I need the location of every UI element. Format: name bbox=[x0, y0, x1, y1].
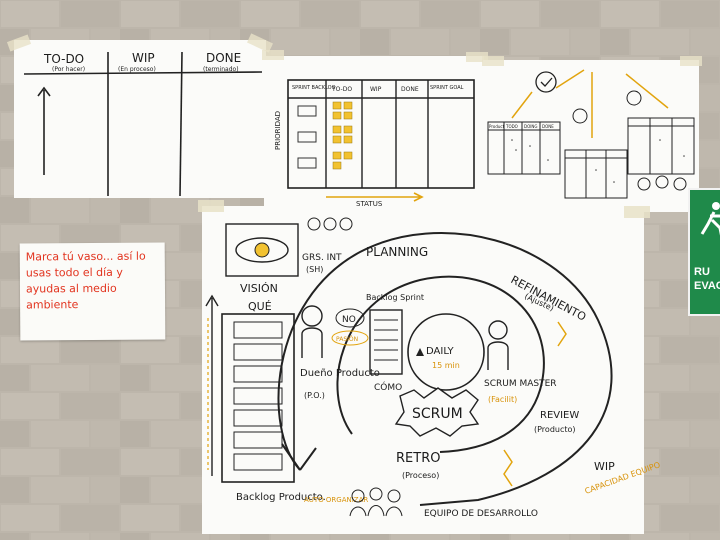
sprint-header-todo: TO-DO bbox=[331, 86, 352, 93]
daily-label: DAILY bbox=[426, 346, 455, 357]
teams-poster: Product TODO DOING DONE bbox=[482, 56, 702, 212]
exit-sign-line1: RU bbox=[694, 266, 710, 278]
que-label: QUÉ bbox=[248, 300, 272, 313]
note-text: Marca tú vaso... así lo usas todo el día… bbox=[25, 249, 146, 312]
sprint-header-done: DONE bbox=[401, 86, 419, 93]
como-label: CÓMO bbox=[374, 381, 402, 393]
planning-label: PLANNING bbox=[366, 245, 428, 259]
scrum-burst-label: SCRUM bbox=[412, 406, 463, 422]
pasion-label: PASIÓN bbox=[336, 336, 358, 343]
review-label: REVIEW bbox=[540, 410, 579, 421]
teams-mini-header-product: Product bbox=[489, 124, 505, 129]
retro-label: RETRO bbox=[396, 451, 440, 466]
auto-organizar-label: AUTO ORGANIZAR bbox=[304, 496, 368, 504]
sprint-y-label: PRIORIDAD bbox=[274, 111, 282, 150]
backlog-sprint-label: Backlog Sprint bbox=[366, 293, 424, 302]
no-label: NO bbox=[342, 315, 356, 325]
teams-mini-header-todo: TODO bbox=[505, 124, 518, 129]
teams-mini-header-doing: DOING bbox=[524, 124, 538, 129]
sprint-board-poster: SPRINT BACKLOG TO-DO WIP DONE SPRINT GOA… bbox=[262, 50, 488, 208]
grs-int-label: GRS. INT bbox=[302, 253, 342, 263]
daily-time-label: 15 min bbox=[432, 361, 460, 370]
scrum-master-label: SCRUM MASTER bbox=[484, 379, 557, 389]
retro-sub-label: (Proceso) bbox=[402, 471, 439, 480]
sprint-header-wip: WIP bbox=[370, 86, 382, 93]
facilit-label: (Facilit) bbox=[488, 395, 517, 404]
sprint-header-goal: SPRINT GOAL bbox=[430, 85, 464, 91]
review-sub-label: (Producto) bbox=[534, 425, 576, 434]
kanban-poster: TO-DO (Por hacer) WIP (En proceso) DONE … bbox=[6, 33, 273, 198]
teams-mini-header-done: DONE bbox=[542, 124, 554, 129]
scrum-poster: VISIÓN QUÉ Backlog Producto. GRS. INT (S… bbox=[198, 200, 661, 534]
sprint-x-label: STATUS bbox=[356, 200, 383, 208]
kanban-col-done-sub: (terminado) bbox=[203, 66, 239, 73]
po-label: (P.O.) bbox=[304, 391, 325, 400]
backlog-producto-label: Backlog Producto. bbox=[236, 492, 326, 503]
dueno-producto-label: Dueño Producto bbox=[300, 368, 380, 379]
vision-label: VISIÓN bbox=[240, 282, 278, 295]
kanban-col-wip-sub: (En proceso) bbox=[118, 66, 156, 73]
exit-sign-line2: EVAC bbox=[694, 280, 720, 292]
sprint-header-backlog: SPRINT BACKLOG bbox=[292, 85, 336, 91]
running-person-icon bbox=[700, 202, 720, 236]
kanban-col-done: DONE bbox=[206, 51, 241, 65]
sh-label: (SH) bbox=[306, 265, 323, 274]
kanban-col-wip: WIP bbox=[132, 51, 155, 65]
kanban-col-todo: TO-DO bbox=[43, 52, 84, 66]
kanban-col-todo-sub: (Por hacer) bbox=[52, 66, 85, 73]
exit-sign: RU EVAC bbox=[688, 188, 720, 316]
sticky-note: Marca tú vaso... así lo usas todo el día… bbox=[19, 242, 166, 341]
wip-label: WIP bbox=[594, 460, 615, 473]
equipo-desarrollo-label: EQUIPO DE DESARROLLO bbox=[424, 509, 538, 519]
